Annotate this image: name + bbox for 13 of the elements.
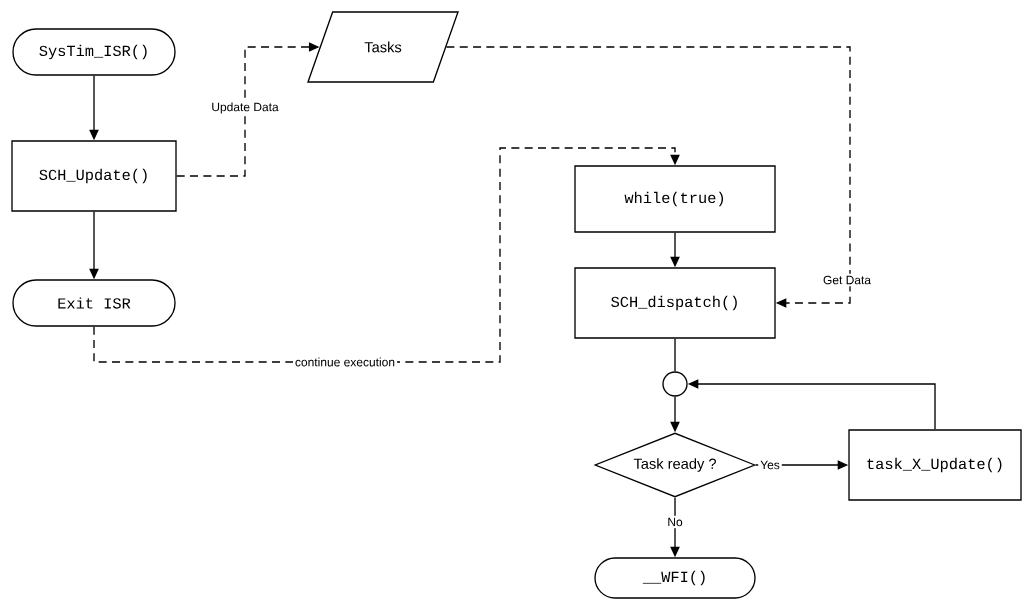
edge-label: Update Data: [209, 100, 281, 116]
process-box: SCH_dispatch(): [574, 267, 776, 339]
edge-label: Yes: [758, 458, 782, 472]
edge-label: continue execution: [292, 355, 398, 369]
edge-label: No: [665, 515, 685, 529]
process-box: while(true): [574, 165, 776, 233]
edge-label: Get Data: [821, 273, 873, 287]
data-parallelogram: Tasks: [307, 11, 459, 83]
process-box: SCH_Update(): [11, 140, 177, 212]
process-box: task_X_Update(): [848, 429, 1022, 501]
connector-circle: [662, 371, 688, 397]
arrow: [93, 147, 680, 363]
arrow: [445, 46, 851, 308]
